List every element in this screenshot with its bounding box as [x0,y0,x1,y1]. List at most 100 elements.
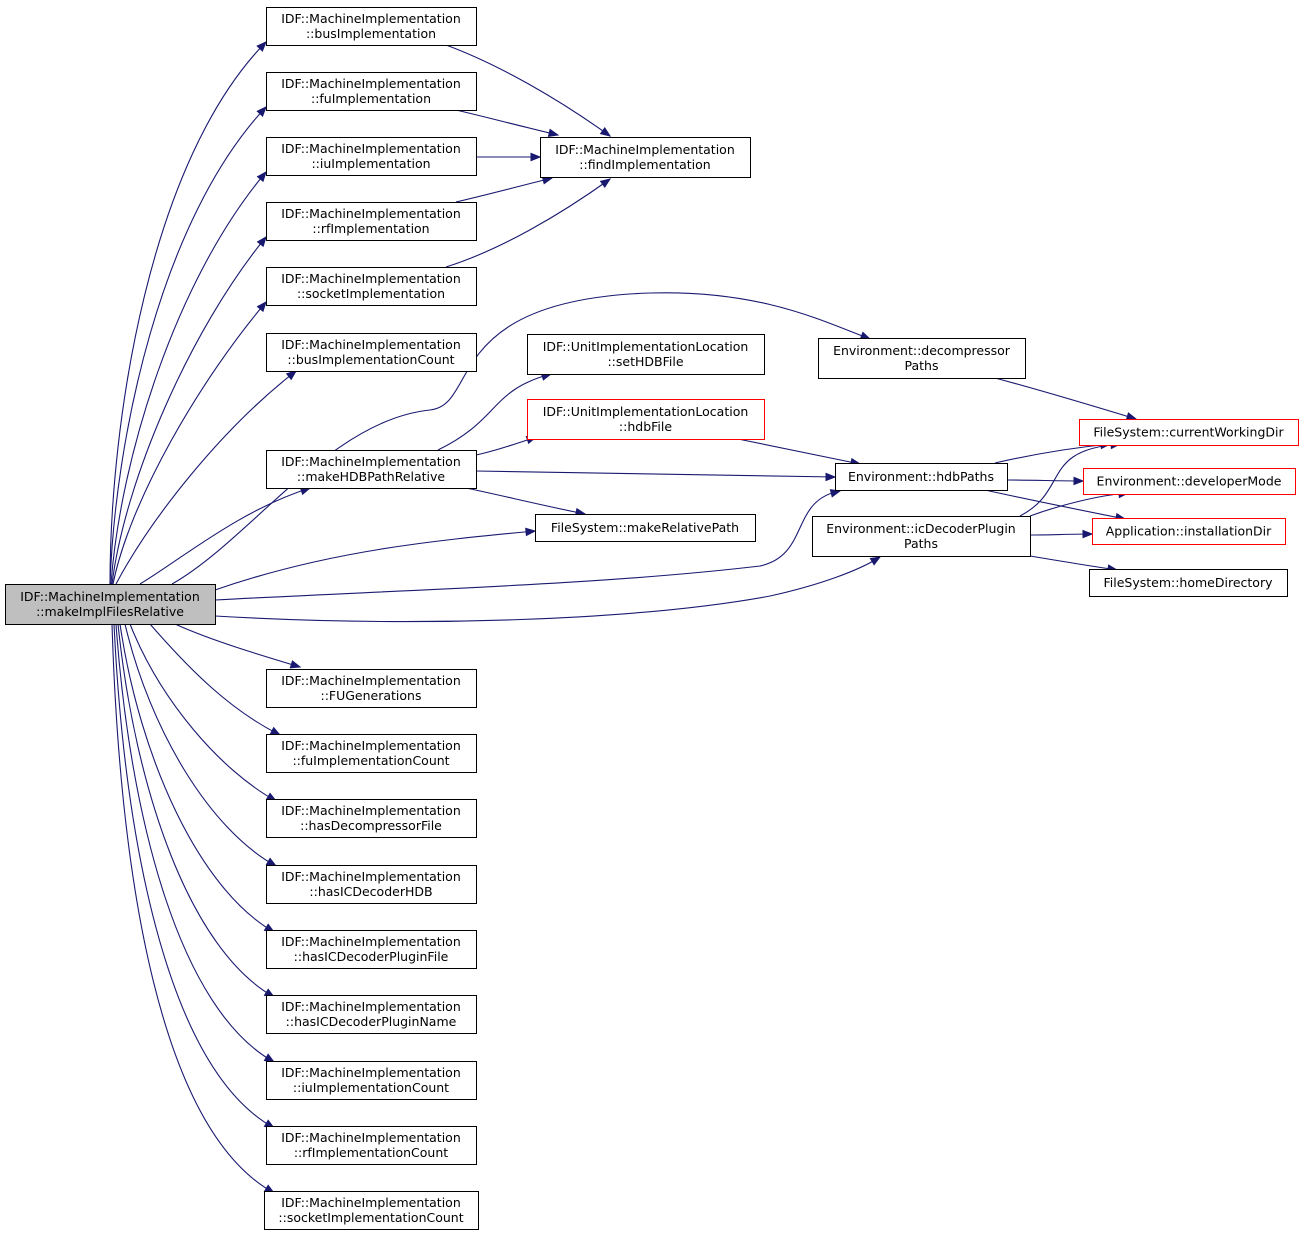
edge-line [984,489,1126,520]
node-label-line: ::hasICDecoderPluginName [286,1014,457,1029]
edge-line [174,623,301,668]
node-box [812,516,1031,557]
node-box [5,584,216,625]
arrowhead [269,726,282,736]
node-label-line: IDF::MachineImplementation [281,803,461,818]
node-label-line: IDF::MachineImplementation [281,1195,461,1210]
node-fuCount[interactable]: IDF::MachineImplementation::fuImplementa… [266,734,477,773]
node-box [266,995,477,1034]
edge-hdbFile-to-hdbPaths [737,438,862,467]
node-box [527,334,765,375]
node-socketCount[interactable]: IDF::MachineImplementation::socketImplem… [264,1191,479,1230]
node-socketImpl[interactable]: IDF::MachineImplementation::socketImplem… [266,267,477,306]
node-label-line: IDF::MachineImplementation [555,142,735,157]
node-label-line: ::socketImplementation [297,286,445,301]
node-hdbFile[interactable]: IDF::UnitImplementationLocation::hdbFile [527,399,765,440]
arrowhead [256,170,267,183]
edge-line [111,236,267,585]
node-label-line: Environment::icDecoderPlugin [826,521,1015,536]
node-label-line: IDF::MachineImplementation [281,869,461,884]
node-label-line: FileSystem::currentWorkingDir [1093,425,1284,440]
node-label-line: IDF::MachineImplementation [281,1130,461,1145]
node-rfImpl[interactable]: IDF::MachineImplementation::rfImplementa… [266,202,477,241]
node-setHDB[interactable]: IDF::UnitImplementationLocation::setHDBF… [527,334,765,375]
edge-busImpl-to-findImpl [445,44,612,137]
edge-line [475,470,836,478]
edge-line [139,487,311,585]
node-hdbPaths[interactable]: Environment::hdbPaths [835,463,1008,491]
edge-root-to-iuImpl [110,170,267,585]
edge-line [112,301,267,585]
node-label-line: IDF::MachineImplementation [281,337,461,352]
node-installDir[interactable]: Application::installationDir [1092,518,1286,545]
node-busCount[interactable]: IDF::MachineImplementation::busImplement… [266,333,477,372]
node-label-line: ::socketImplementationCount [278,1210,463,1225]
node-iuCount[interactable]: IDF::MachineImplementation::iuImplementa… [266,1061,477,1100]
node-label-line: ::setHDBFile [607,354,683,369]
edge-makeHDB-to-hdbPaths [475,470,837,482]
edge-line [214,490,841,601]
node-label-line: IDF::MachineImplementation [281,673,461,688]
edge-root-to-busImpl [109,41,267,585]
edge-icPlugin-to-installDir [1029,529,1094,539]
edge-root-to-hdbPaths [214,489,842,601]
node-hasDecomp[interactable]: IDF::MachineImplementation::hasDecompres… [266,799,477,838]
edge-line [437,373,552,451]
node-cwd[interactable]: FileSystem::currentWorkingDir [1079,419,1299,446]
node-box [266,267,477,306]
edge-line [109,106,267,585]
node-label-line: ::busImplementation [306,26,436,41]
node-label-line: IDF::UnitImplementationLocation [543,404,749,419]
node-label-line: Paths [904,536,938,551]
node-box [266,865,477,904]
arrowhead [825,472,837,482]
edge-root-to-socketCount [111,623,276,1194]
node-hasICPluginName[interactable]: IDF::MachineImplementation::hasICDecoder… [266,995,477,1034]
node-box [266,930,477,969]
arrowhead [256,41,267,52]
edge-line [129,623,277,802]
node-label-line: ::rfImplementation [312,221,429,236]
node-homeDir[interactable]: FileSystem::homeDirectory [1089,569,1288,597]
edge-line [115,370,297,585]
node-label-line: ::hdbFile [619,419,672,434]
edges-layer [109,41,1138,1194]
arrowhead [530,152,542,162]
node-findImpl[interactable]: IDF::MachineImplementation::findImplemen… [540,137,751,178]
node-label-line: IDF::MachineImplementation [281,1065,461,1080]
edge-line [445,44,611,137]
node-fuGen[interactable]: IDF::MachineImplementation::FUGeneration… [266,669,477,708]
arrowhead [285,370,298,381]
node-label-line: IDF::MachineImplementation [281,738,461,753]
edge-root-to-fuImpl [109,106,267,585]
node-box [266,137,477,176]
edge-socketImpl-to-findImpl [445,178,612,268]
node-label-line: Environment::developerMode [1097,474,1282,489]
node-fuImpl[interactable]: IDF::MachineImplementation::fuImplementa… [266,72,477,111]
node-box [540,137,751,178]
node-rfCount[interactable]: IDF::MachineImplementation::rfImplementa… [266,1126,477,1165]
node-devMode[interactable]: Environment::developerMode [1083,468,1296,495]
node-label-line: IDF::MachineImplementation [20,589,200,604]
node-box [266,450,477,489]
arrowhead [1125,412,1138,421]
edge-iuImpl-to-findImpl [476,152,542,162]
node-root[interactable]: IDF::MachineImplementation::makeImplFile… [5,584,216,625]
edge-root-to-rfCount [113,623,276,1129]
node-label-line: Application::installationDir [1106,524,1272,539]
edge-root-to-fuCount [149,623,282,736]
edge-line [455,177,553,203]
edge-root-to-socketImpl [112,300,267,585]
node-hasICHDB[interactable]: IDF::MachineImplementation::hasICDecoder… [266,865,477,904]
node-busImpl[interactable]: IDF::MachineImplementation::busImplement… [266,7,477,46]
edge-root-to-iuCount [115,623,276,1063]
node-makeHDB[interactable]: IDF::MachineImplementation::makeHDBPathR… [266,450,477,489]
node-hasICPluginFile[interactable]: IDF::MachineImplementation::hasICDecoder… [266,930,477,969]
node-iuImpl[interactable]: IDF::MachineImplementation::iuImplementa… [266,137,477,176]
node-label-line: ::iuImplementation [311,156,430,171]
node-makeRel[interactable]: FileSystem::makeRelativePath [535,514,756,542]
nodes-layer: IDF::MachineImplementation::makeImplFile… [5,7,1299,1230]
node-box [527,399,765,440]
